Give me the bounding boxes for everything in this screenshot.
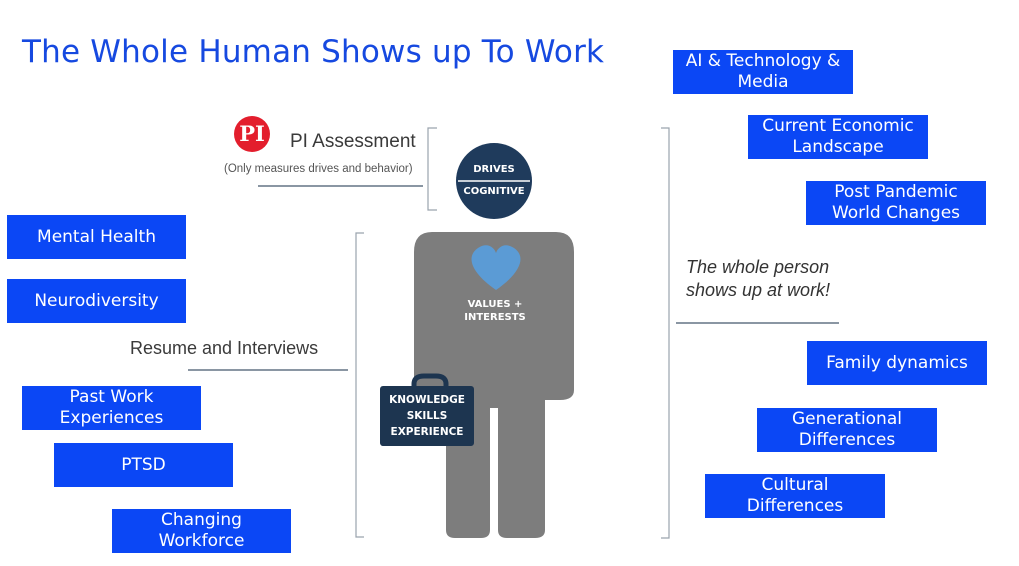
resume-interviews-label: Resume and Interviews <box>130 338 319 358</box>
right-bracket <box>661 127 670 539</box>
box-generational-differences: Generational Differences <box>757 408 937 452</box>
knowledge-skills-label: KNOWLEDGE SKILLS EXPERIENCE <box>389 394 465 438</box>
briefcase-handle <box>411 373 449 392</box>
resume-bracket <box>355 232 364 538</box>
head-label-cognitive: COGNITIVE <box>463 186 525 197</box>
box-family-dynamics: Family dynamics <box>807 341 987 385</box>
box-ai-technology-media: AI & Technology & Media <box>673 50 853 94</box>
box-neurodiversity: Neurodiversity <box>7 279 186 323</box>
page-title: The Whole Human Shows up To Work <box>22 34 605 70</box>
box-post-pandemic-world-changes: Post Pandemic World Changes <box>806 181 986 225</box>
box-past-work-experiences: Past Work Experiences <box>22 386 201 430</box>
pi-assessment-note: (Only measures drives and behavior) <box>224 163 413 175</box>
pi-logo-text: PI <box>239 121 265 146</box>
pi-bracket <box>427 127 437 211</box>
pi-assessment-label: PI Assessment <box>290 131 416 152</box>
box-cultural-differences: Cultural Differences <box>705 474 885 518</box>
pi-logo-icon <box>234 116 270 152</box>
box-changing-workforce: Changing Workforce <box>112 509 291 553</box>
values-interests-label: VALUES + INTERESTS <box>464 299 526 323</box>
whole-person-text: The whole person shows up at work! <box>686 257 831 300</box>
box-mental-health: Mental Health <box>7 215 186 259</box>
person-body <box>414 232 574 538</box>
briefcase <box>380 386 474 446</box>
head-label-drives: DRIVES <box>473 164 515 175</box>
box-ptsd: PTSD <box>54 443 233 487</box>
box-current-economic-landscape: Current Economic Landscape <box>748 115 928 159</box>
heart-icon <box>471 245 521 290</box>
